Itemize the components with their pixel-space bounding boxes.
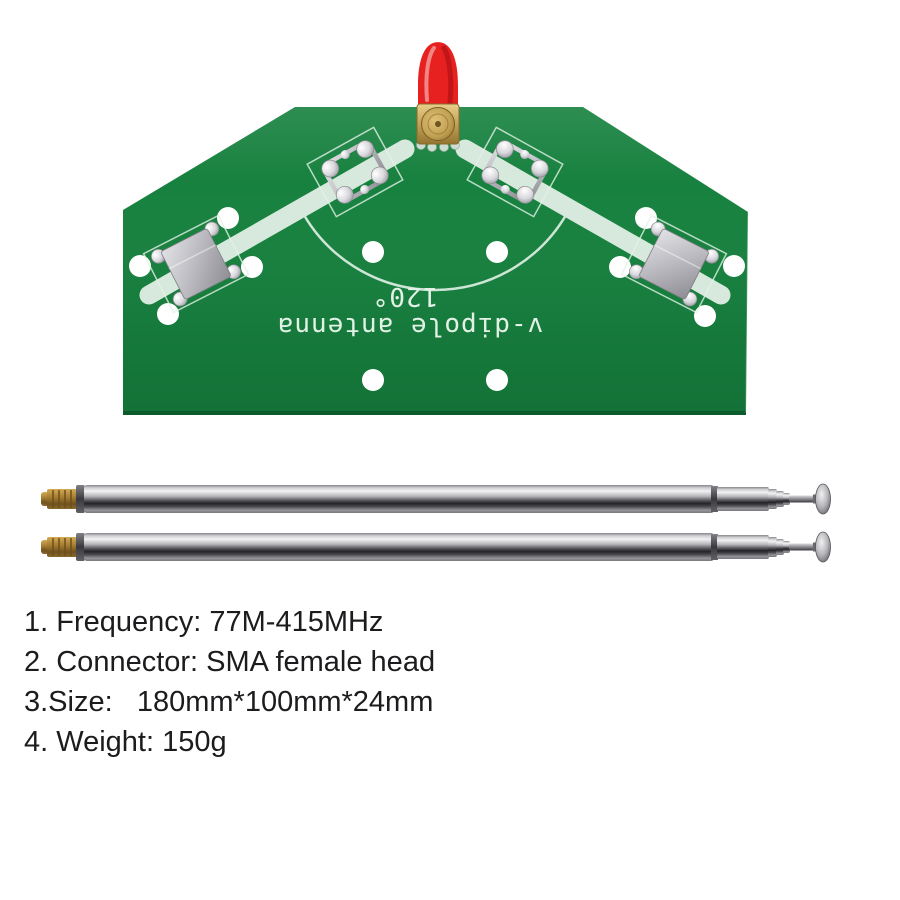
- pcb-right-edge-highlight: [745, 211, 749, 414]
- solder-ball: [335, 185, 354, 204]
- mounting-hole: [241, 256, 263, 278]
- pcb-lighting: [123, 107, 748, 413]
- mounting-hole: [694, 305, 716, 327]
- spec-line-weight: 4. Weight: 150g: [24, 726, 227, 758]
- spec-line-size: 3.Size: 180mm*100mm*24mm: [24, 686, 434, 718]
- red-cap-highlight: [424, 46, 436, 102]
- solder-ball: [516, 185, 535, 204]
- mounting-hole: [129, 255, 151, 277]
- mounting-hole: [157, 303, 179, 325]
- brass-screw-thread: [47, 489, 77, 509]
- rod-taper-segment: [783, 493, 790, 505]
- rod-taper-segment: [776, 491, 784, 507]
- plate-clip-outer-right: [620, 214, 728, 314]
- sma-red-cap: [418, 42, 458, 110]
- rod-tip-disc: [815, 483, 831, 515]
- angle-arc: [302, 213, 568, 292]
- rod-second-section: [717, 487, 769, 511]
- solder-pad: [360, 184, 370, 194]
- rod-main-section: [84, 485, 714, 513]
- solder-ball: [481, 166, 500, 185]
- spring-clip-inner-left: [306, 126, 404, 218]
- plate-fold-line: [654, 244, 702, 270]
- spec-line-connector: 2. Connector: SMA female head: [24, 646, 436, 678]
- spring-clip-inner-right: [466, 126, 564, 218]
- antenna-rod-2: [40, 531, 832, 563]
- rod-taper-segment: [768, 489, 777, 509]
- thread-grooves: [52, 490, 72, 508]
- antenna-rod-1: [41, 483, 831, 515]
- spec-line-frequency: 1. Frequency: 77M-415MHz: [24, 606, 384, 638]
- clip-plate: [639, 228, 709, 300]
- mounting-hole: [609, 256, 631, 278]
- solder-ball: [495, 140, 514, 159]
- sma-thread-ring: [427, 113, 449, 135]
- mounting-hole: [486, 241, 508, 263]
- rod-joint-ring: [711, 486, 718, 512]
- solder-ball: [530, 159, 549, 178]
- rod-thin-shaft: [789, 495, 817, 503]
- pcb-board: 120° v-dipole antenna: [123, 42, 749, 415]
- solder-ball: [321, 159, 340, 178]
- solder-pad: [500, 184, 510, 194]
- sma-center-pin: [435, 121, 441, 127]
- solder-pad: [520, 150, 530, 160]
- mounting-hole: [486, 369, 508, 391]
- sma-connector: [416, 103, 460, 152]
- red-cap-shadow: [441, 45, 454, 106]
- mounting-hole: [362, 369, 384, 391]
- clip-silkscreen-outline: [466, 126, 564, 218]
- antenna-rods: [40, 483, 832, 563]
- mounting-hole: [635, 207, 657, 229]
- pcb-silkscreen-label: v-dipole antenna: [277, 311, 543, 341]
- plate-clip-outer-left: [142, 214, 250, 314]
- plate-fold-line: [168, 244, 216, 270]
- mounting-hole: [362, 241, 384, 263]
- angle-label: 120°: [372, 281, 439, 311]
- spec-list: 1. Frequency: 77M-415MHz 2. Connector: S…: [0, 602, 900, 762]
- mounting-hole: [723, 255, 745, 277]
- clip-silkscreen-outline: [620, 214, 728, 314]
- solder-pad: [340, 150, 350, 160]
- rod-end-collar: [76, 485, 85, 513]
- clip-silkscreen-outline: [142, 214, 250, 314]
- clip-plate: [161, 228, 231, 300]
- red-cap-shape: [418, 42, 458, 110]
- solder-ball: [356, 140, 375, 159]
- solder-ball: [370, 166, 389, 185]
- clip-silkscreen-outline: [306, 126, 404, 218]
